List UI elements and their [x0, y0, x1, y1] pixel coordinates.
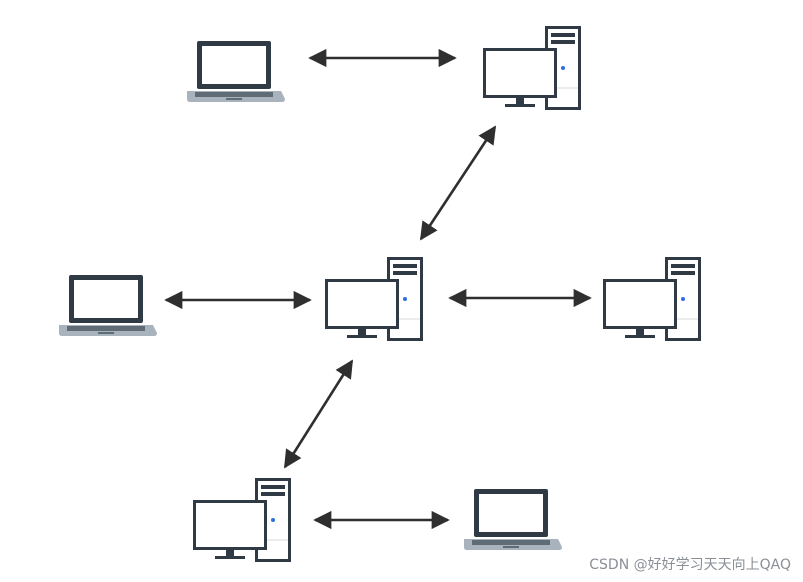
laptop-icon	[187, 41, 285, 102]
arrow-desktop-top-right-to-desktop-center	[419, 125, 497, 241]
desktop-computer-icon	[602, 256, 702, 342]
connections	[164, 48, 592, 530]
arrow-desktop-center-to-desktop-bottom-left	[283, 359, 354, 469]
laptop-icon	[59, 275, 157, 336]
desktop-computer-icon	[324, 256, 424, 342]
desktop-computer-icon	[192, 477, 292, 563]
laptop-icon	[464, 489, 562, 550]
watermark: CSDN @好好学习天天向上QAQ	[589, 557, 791, 573]
desktop-computer-icon	[482, 25, 582, 111]
